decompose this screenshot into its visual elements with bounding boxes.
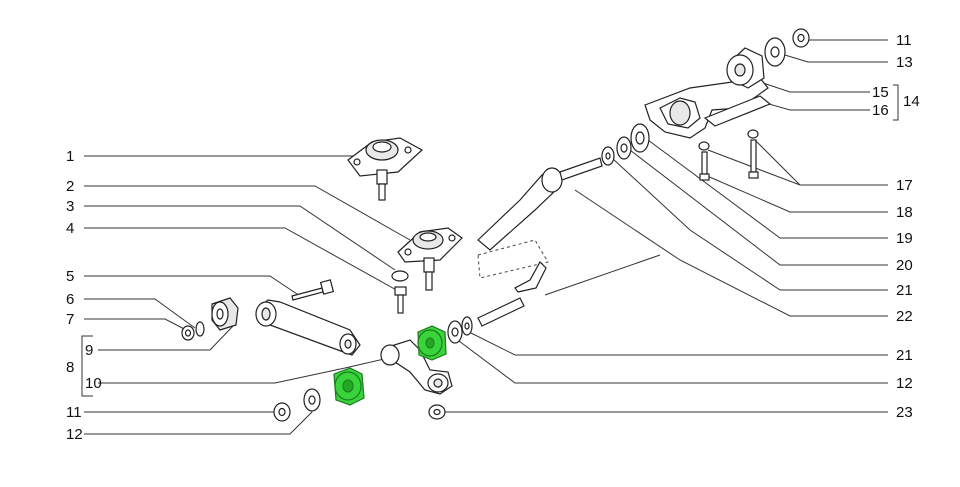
washer-icon xyxy=(195,321,205,337)
ball-joint-icon xyxy=(347,137,424,201)
bolt-icon xyxy=(394,286,407,314)
washer-icon xyxy=(303,388,321,412)
callout-label: 11 xyxy=(66,404,82,421)
callout-label: 13 xyxy=(896,54,913,71)
callout-label: 17 xyxy=(896,177,913,194)
callout-label: 8 xyxy=(66,359,74,376)
callout-label: 18 xyxy=(896,204,913,221)
callout-label: 19 xyxy=(896,230,913,247)
control-arm-icon xyxy=(255,299,361,356)
callout-label: 12 xyxy=(66,426,83,443)
stabilizer-bar-icon xyxy=(477,157,603,251)
nut-icon xyxy=(391,270,409,282)
callout-label: 11 xyxy=(896,32,912,49)
callout-label: 10 xyxy=(85,375,102,392)
callout-label: 16 xyxy=(872,102,889,119)
nut-icon xyxy=(181,325,195,341)
callout-label: 20 xyxy=(896,257,913,274)
leader-lines xyxy=(81,39,899,435)
bushing-icon xyxy=(726,47,765,89)
callout-label: 9 xyxy=(85,342,93,359)
callout-label: 5 xyxy=(66,268,74,285)
callout-label: 21 xyxy=(896,282,913,299)
callout-label: 23 xyxy=(896,404,913,421)
callout-label: 14 xyxy=(903,93,920,110)
callout-label: 22 xyxy=(896,308,913,325)
washer-icon xyxy=(447,316,473,344)
callout-label: 12 xyxy=(896,375,913,392)
bolt-icon xyxy=(291,279,335,301)
callout-label: 6 xyxy=(66,291,74,308)
washer-icon xyxy=(698,129,759,151)
ball-joint-icon xyxy=(397,227,463,291)
nut-icon xyxy=(428,404,446,420)
callout-label: 7 xyxy=(66,311,74,328)
callout-label: 4 xyxy=(66,220,74,237)
right-callouts: 11 13 15 14 16 17 18 19 20 21 22 21 12 2… xyxy=(872,32,920,421)
washer-icon xyxy=(764,37,786,67)
bracket-icon xyxy=(380,339,453,395)
callout-label: 15 xyxy=(872,84,889,101)
washer-icon xyxy=(616,136,632,160)
nut-icon xyxy=(792,28,810,48)
washer-icon xyxy=(630,123,650,153)
bushing-icon xyxy=(333,367,365,406)
left-callouts: 1 2 3 4 5 6 7 8 9 10 11 12 xyxy=(66,148,102,443)
callout-label: 3 xyxy=(66,198,74,215)
callout-label: 1 xyxy=(66,148,74,165)
bracket-icon xyxy=(644,77,772,139)
bushing-icon xyxy=(417,325,447,361)
callout-label: 21 xyxy=(896,347,913,364)
bolt-icon xyxy=(699,139,759,181)
washer-icon xyxy=(601,146,615,166)
callout-label: 2 xyxy=(66,178,74,195)
stabilizer-bar-phantom xyxy=(477,239,549,279)
nut-icon xyxy=(273,402,291,422)
bolt-icon xyxy=(477,261,547,327)
bushing-icon xyxy=(211,297,239,331)
